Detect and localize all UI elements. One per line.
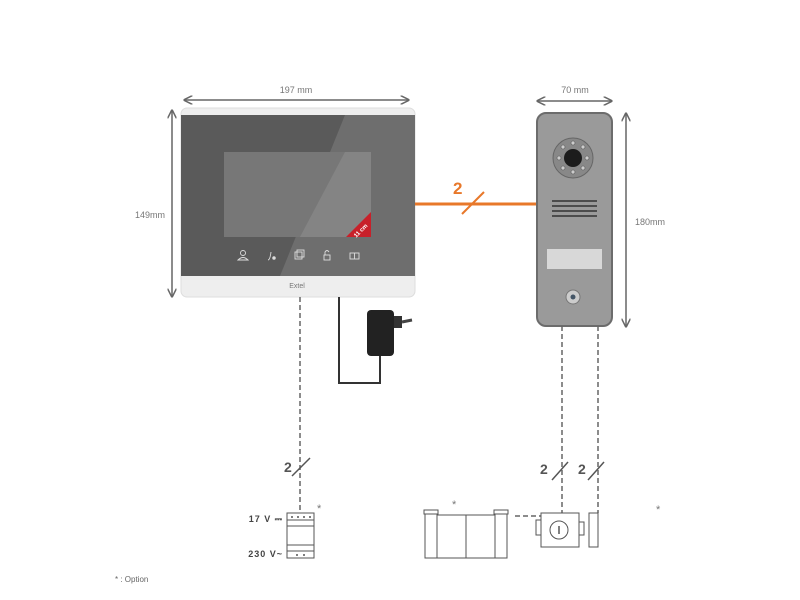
unlock-icon[interactable] [323, 250, 331, 261]
optional-mark: * [317, 503, 322, 515]
brand-logo: Extel [289, 283, 305, 290]
door-station-height-dimension: 180mm [626, 114, 665, 326]
intercom-icon[interactable] [267, 251, 276, 261]
gate-optional-mark: * [452, 499, 457, 511]
lock-wire-count: 2 [578, 461, 586, 477]
monitor-height-dimension: 149mm [135, 111, 172, 296]
monitor-width-dimension: 197 mm [185, 85, 408, 100]
power-supply: 17 V ⎓ 230 V~ * [248, 503, 322, 559]
gate-wire-count: 2 [540, 461, 548, 477]
monitor-power-line: 2 [284, 297, 311, 515]
monitor-width-label: 197 mm [280, 85, 313, 95]
door-station-width-dimension: 70 mm [538, 85, 611, 101]
call-button[interactable] [565, 289, 581, 305]
video-monitor: 11 cm Extel [180, 107, 416, 298]
door-station [536, 112, 613, 327]
lock-optional-mark: * [656, 504, 661, 516]
option-legend: * : Option [115, 575, 148, 584]
gate-line: 2 [515, 326, 569, 517]
monitor-height-label: 149mm [135, 210, 165, 220]
user-icon[interactable] [236, 250, 250, 261]
lock-line: 2 [578, 326, 605, 513]
bus-cable: 2 [415, 179, 538, 215]
output-voltage-label: 17 V ⎓ [249, 514, 283, 524]
input-voltage-label: 230 V~ [248, 549, 283, 559]
gallery-icon[interactable] [294, 249, 305, 260]
name-plate [547, 249, 602, 269]
power-adapter [338, 297, 413, 384]
gate-icon [423, 509, 509, 559]
bus-wire-count: 2 [453, 179, 462, 198]
screen-size-badge [346, 212, 371, 237]
door-station-width-label: 70 mm [561, 85, 589, 95]
electric-lock-icon [535, 512, 599, 548]
gate-icon[interactable] [349, 252, 360, 260]
camera-icon [552, 137, 594, 179]
speaker-grille [552, 200, 597, 217]
power-wire-count: 2 [284, 459, 292, 475]
door-station-height-label: 180mm [635, 217, 665, 227]
